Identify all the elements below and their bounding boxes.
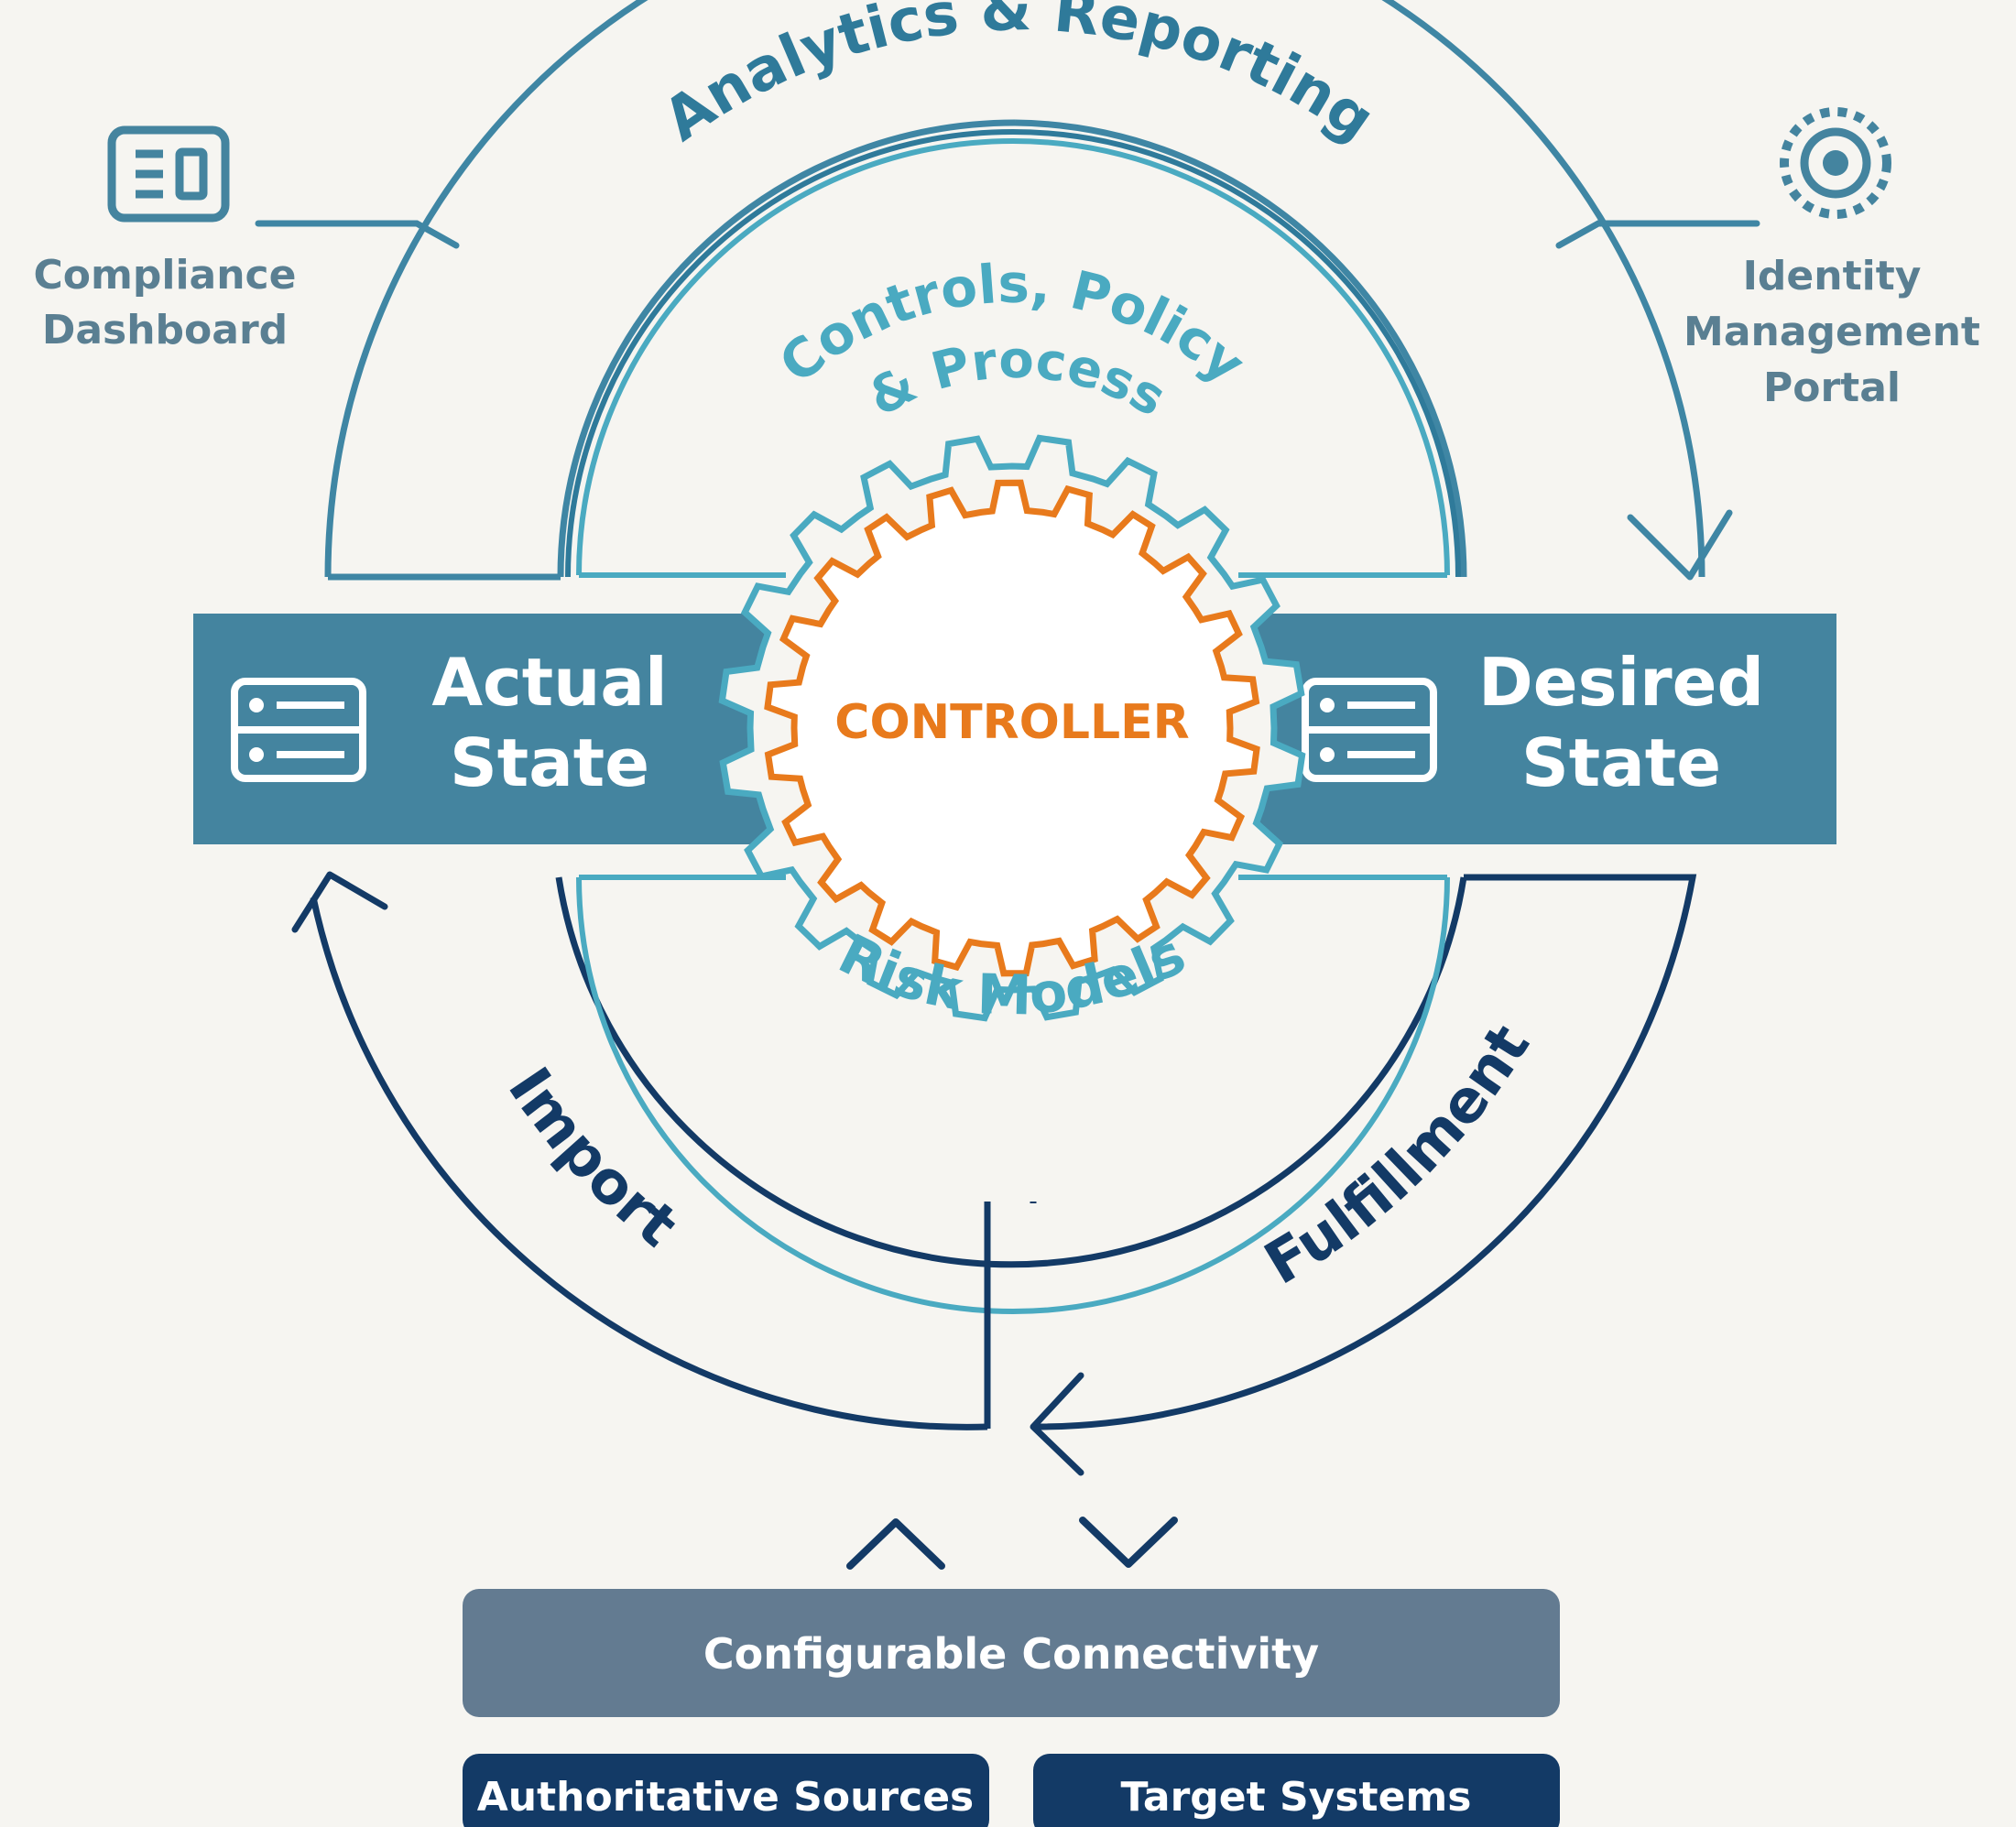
compliance-connector [255, 220, 460, 249]
risk-arc-inner [576, 876, 1450, 1314]
server-icon [231, 678, 366, 782]
controls-arc-outer [565, 129, 1461, 578]
compliance-label-line2: Dashboard [42, 307, 288, 353]
fulfillment-arc [1032, 874, 1697, 1430]
connectivity-box [463, 1589, 1560, 1717]
target-systems-label: Target Systems [1121, 1774, 1472, 1821]
analytics-arrow-head [1627, 509, 1733, 581]
orange-gear [764, 479, 1260, 977]
analytics-arc [324, 0, 1705, 578]
import-label: Import [495, 1056, 690, 1260]
controller-label: CONTROLLER [834, 695, 1189, 750]
identity-label-line3: Portal [1763, 364, 1901, 411]
portal-icon [1780, 107, 1891, 219]
import-arrow-head [291, 871, 388, 933]
fulfillment-arrow-head [1030, 1372, 1084, 1476]
identity-label-line1: Identity [1743, 253, 1922, 299]
controls-arc-inner [576, 138, 1450, 576]
import-arc [310, 897, 988, 1430]
desired-state-line1: Desired [1478, 644, 1764, 721]
chevron-down-icon [1079, 1517, 1178, 1568]
target-systems-box [1033, 1754, 1560, 1827]
identity-label-line2: Management [1684, 309, 1980, 355]
process-label: & Process [858, 331, 1175, 429]
dashboard-icon [107, 125, 230, 223]
analytics-arc-inner [557, 119, 1016, 578]
analytics-arc-inner-right [1014, 119, 1467, 578]
connectivity-label: Configurable Connectivity [703, 1629, 1319, 1679]
identity-connector [1555, 220, 1760, 249]
desired-state-line2: State [1521, 724, 1721, 801]
authoritative-sources-label: Authoritative Sources [477, 1774, 974, 1821]
actual-state-line1: Actual [431, 644, 667, 721]
compliance-label-line1: Compliance [34, 252, 297, 299]
actual-state-line2: State [450, 724, 649, 801]
server-icon [1302, 678, 1437, 782]
chevron-up-icon [846, 1518, 945, 1570]
risk-arc-outer [555, 876, 1467, 1268]
authoritative-sources-box [463, 1754, 989, 1827]
